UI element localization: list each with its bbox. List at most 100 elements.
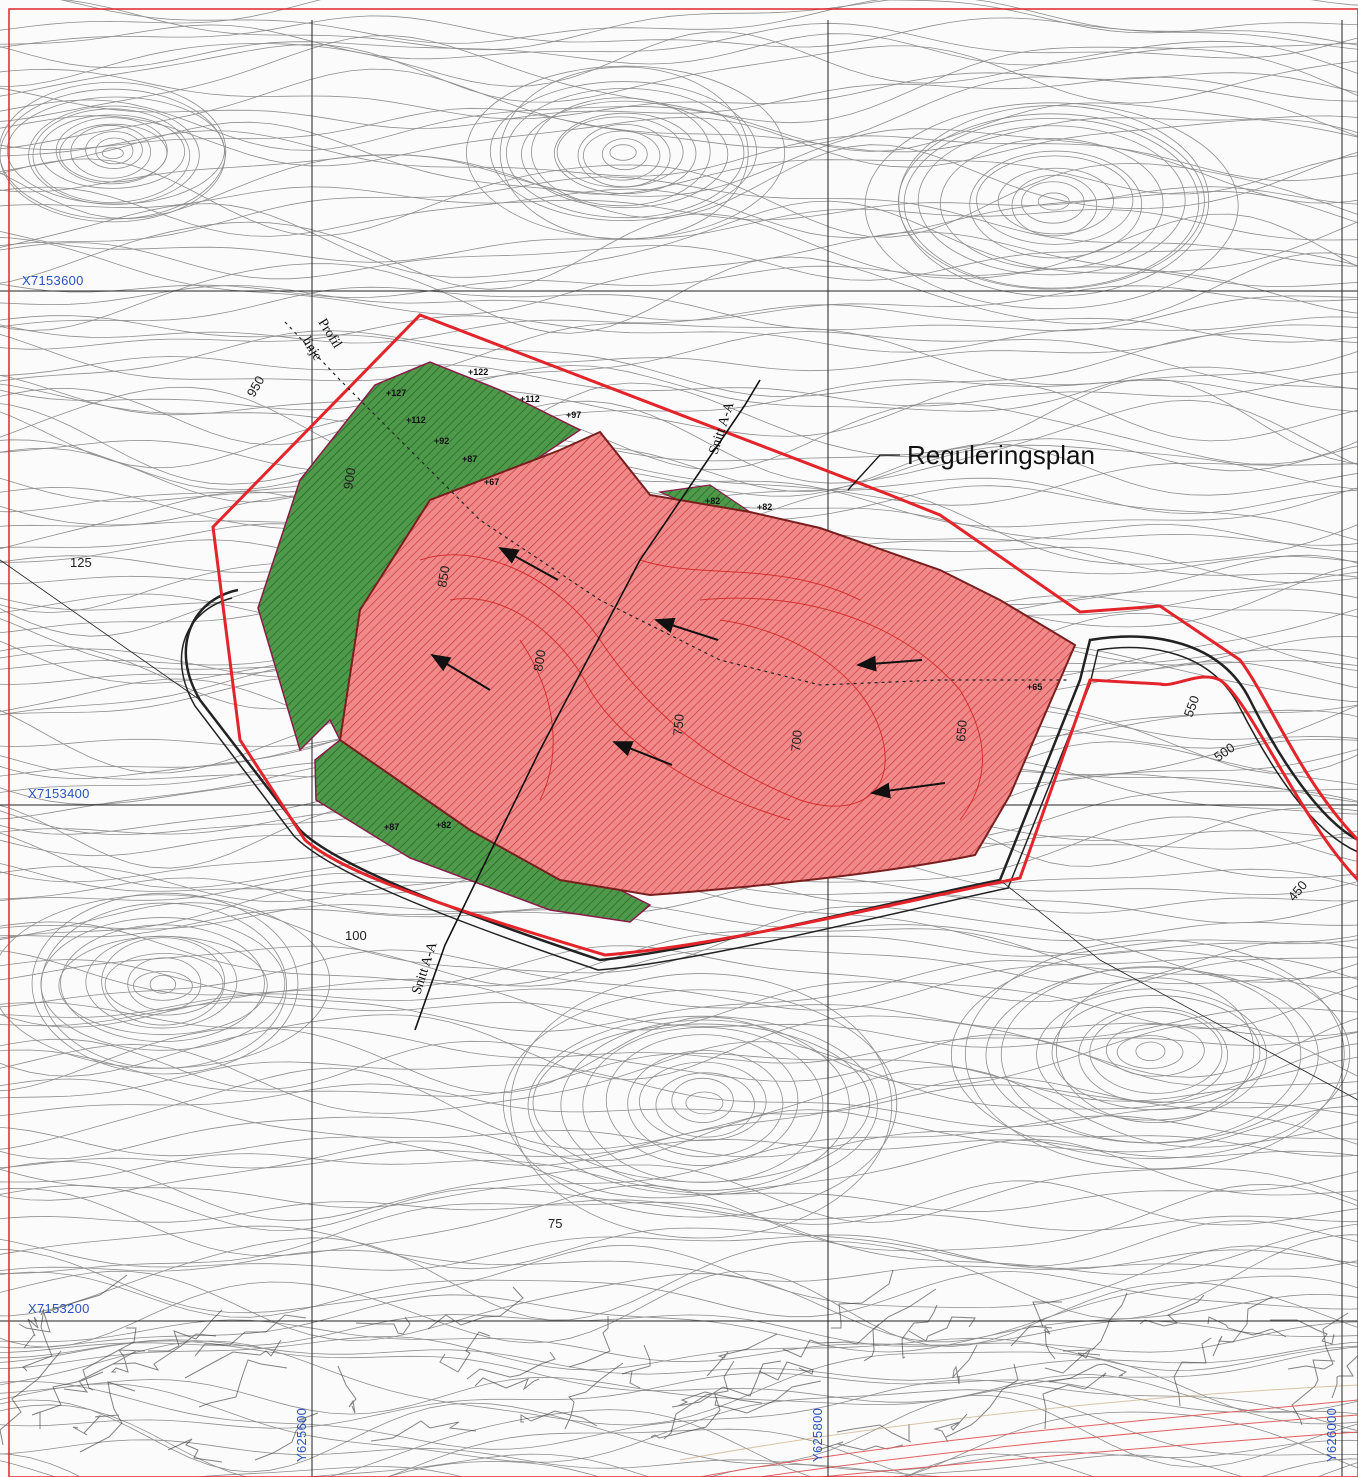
- contour-line: [898, 105, 1210, 297]
- contour-line: [0, 1199, 1358, 1231]
- contour-line: [609, 144, 637, 161]
- terrain-line: [167, 1438, 223, 1463]
- contour-label: 750: [670, 713, 687, 736]
- terrain-line: [1010, 1301, 1062, 1347]
- contour-line: [0, 1083, 1358, 1117]
- contour-line: [0, 43, 1358, 104]
- contour-line: [0, 231, 1358, 315]
- contour-line: [0, 81, 227, 220]
- river-lines: [679, 1384, 1358, 1477]
- terrain-line: [337, 1365, 357, 1414]
- contour-line: [0, 1373, 1358, 1415]
- terrain-line: [568, 1316, 611, 1368]
- contour-line: [0, 1314, 1358, 1353]
- contour-line: [0, 1453, 1245, 1477]
- section-line-a-a: [414, 379, 761, 1031]
- contour-line: [0, 252, 1358, 334]
- elevation-label: +92: [434, 436, 449, 446]
- contour-line: [95, 137, 134, 165]
- terrain-line: [198, 1359, 288, 1408]
- contour-line: [0, 1270, 1358, 1348]
- contour-label: 550: [1181, 694, 1203, 720]
- contour-line: [0, 1153, 1358, 1213]
- contour-line: [0, 1234, 1358, 1271]
- contour-line: [0, 1061, 1358, 1128]
- contour-line: [1011, 174, 1098, 237]
- terrain-line: [112, 1333, 217, 1371]
- terrain-line: [831, 1269, 894, 1329]
- contour-line: [0, 1270, 1358, 1318]
- elevation-label: +122: [468, 367, 488, 377]
- contour-line: [28, 105, 200, 205]
- contour-line: [1135, 1041, 1166, 1062]
- red-extraction-zone: [338, 430, 1077, 897]
- contour-line: [149, 974, 177, 994]
- contour-line: [0, 15, 1358, 48]
- terrain-line: [863, 1288, 937, 1362]
- contour-line: [0, 0, 1358, 34]
- contour-line: [104, 953, 224, 1016]
- terrain-line: [254, 1412, 319, 1461]
- contour-line: [0, 315, 1358, 353]
- terrain-line: [18, 1274, 128, 1333]
- contour-label: 900: [340, 467, 359, 491]
- green-zone-north: [257, 361, 582, 752]
- map-frame: [8, 8, 1358, 1477]
- contour-line: [0, 1138, 1358, 1201]
- elevation-label: +112: [520, 394, 540, 404]
- contour-line: [0, 242, 1358, 281]
- contour-line: [0, 1270, 1358, 1343]
- contour-line: [1051, 995, 1261, 1111]
- contour-line: [127, 957, 202, 1011]
- contour-line: [560, 1019, 850, 1192]
- elevation-label: +127: [386, 388, 406, 398]
- contour-line: [191, 1458, 1358, 1477]
- terrain-line: [836, 1424, 912, 1443]
- terrain-line: [72, 1414, 120, 1436]
- contour-line: [0, 1439, 1358, 1471]
- contour-line: [0, 921, 1358, 987]
- contour-line: [0, 315, 1358, 372]
- terrain-line: [1287, 1312, 1349, 1370]
- elevation-label: +67: [484, 477, 499, 487]
- contour-line: [864, 102, 1239, 310]
- contour-line: [0, 22, 1358, 60]
- contour-label: 700: [788, 729, 805, 752]
- contour-label: 800: [530, 649, 549, 673]
- contour-line: [531, 97, 711, 207]
- terrain-line: [952, 1344, 978, 1385]
- terrain-line: [22, 1308, 53, 1372]
- contour-line: [0, 68, 1358, 120]
- contour-line: [101, 147, 124, 160]
- contour-label: 100: [345, 928, 367, 943]
- contour-line: [0, 435, 1358, 472]
- regulation-plan-boundary: [211, 313, 1358, 957]
- terrain-line: [439, 1331, 491, 1373]
- contour-line: [553, 112, 697, 195]
- contour-line: [0, 382, 1358, 446]
- contour-line: [0, 439, 1358, 492]
- contour-line: [601, 138, 648, 171]
- elevation-label: +87: [384, 822, 399, 832]
- contour-line: [0, 176, 1358, 267]
- elevation-label: +82: [705, 496, 720, 506]
- contour-line: [0, 1016, 1358, 1094]
- terrain-line: [194, 1314, 307, 1357]
- contour-line: [0, 1126, 1358, 1158]
- terrain-line: [355, 1316, 411, 1335]
- terrain-line: [671, 1360, 782, 1408]
- contour-line: [0, 1249, 1358, 1282]
- contour-line: [0, 1336, 1358, 1371]
- contour-line: [556, 116, 684, 188]
- contour-line: [0, 1002, 1358, 1064]
- contour-line: [638, 1061, 767, 1142]
- contour-line: [577, 123, 671, 188]
- terrain-line: [1331, 1354, 1358, 1399]
- grid-x-label: X7153600: [22, 273, 84, 288]
- terrain-line: [1212, 1296, 1273, 1357]
- contour-line: [917, 125, 1186, 276]
- contour-line: [0, 33, 1358, 69]
